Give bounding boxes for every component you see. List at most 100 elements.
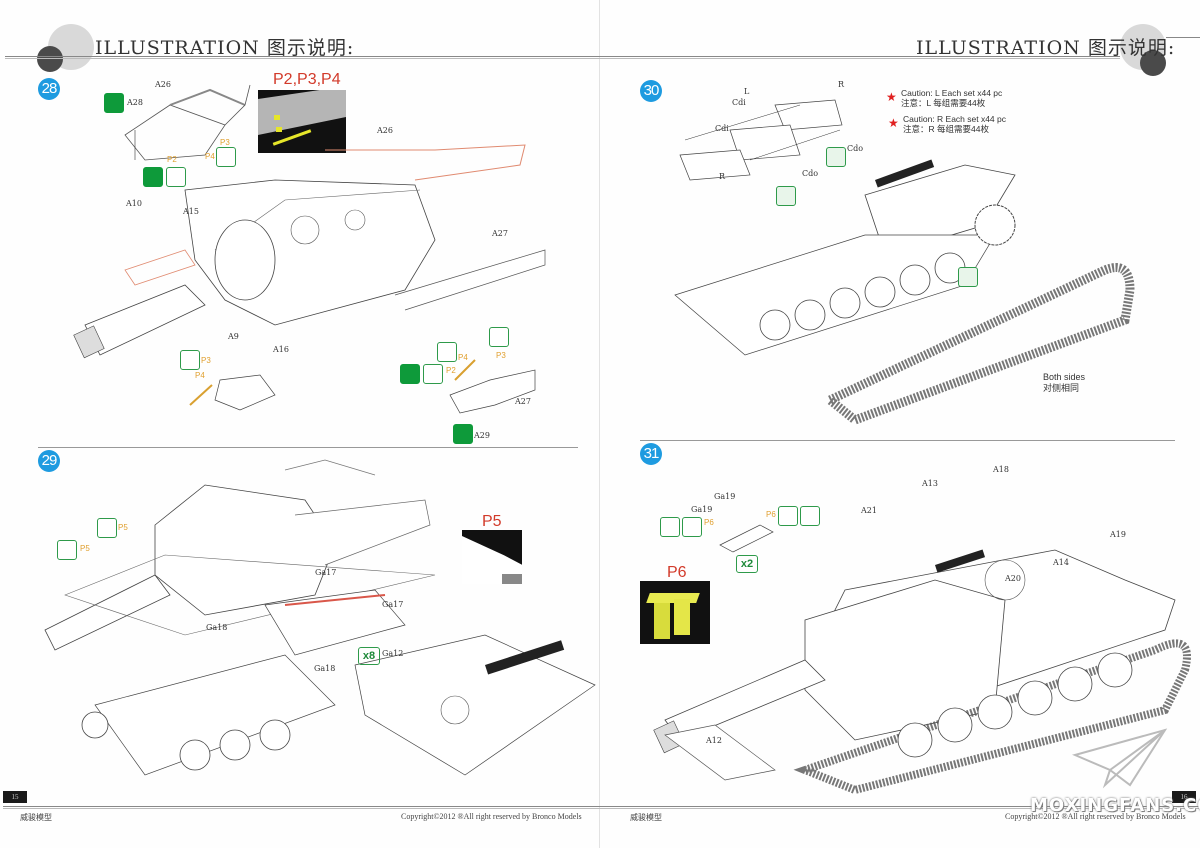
part-label: Ga18 xyxy=(206,623,228,632)
publisher-name: 威骏模型 xyxy=(630,813,662,822)
caution-note: Caution: R Each set x44 pc 注意：R 每组需要44枚 xyxy=(903,114,1006,134)
press-down-icon xyxy=(778,506,798,526)
caution-star-icon: ★ xyxy=(888,116,899,130)
footer-rule xyxy=(600,806,1200,809)
glue-icon xyxy=(180,350,200,370)
header-decor-circle-dark xyxy=(37,46,63,72)
step-divider xyxy=(38,447,578,448)
page-right: ILLUSTRATION 图示说明: 30 L Cdi Cdi R Cdo Cd… xyxy=(600,0,1200,848)
track-guard-drawing xyxy=(719,524,774,553)
pe-detail-photo xyxy=(462,530,522,584)
paper-plane-logo-icon xyxy=(1071,728,1168,789)
part-label: A19 xyxy=(1110,530,1126,539)
part-label: R xyxy=(719,172,726,181)
title-en: ILLUSTRATION xyxy=(95,37,260,59)
note-en: Both sides xyxy=(1043,372,1086,382)
part-label: A28 xyxy=(127,98,143,107)
photo-title: P2,P3,P4 xyxy=(273,71,341,88)
pe-label: P4 xyxy=(205,152,215,161)
cut-icon xyxy=(453,424,473,444)
part-label: A29 xyxy=(474,431,490,440)
part-label: Cdo xyxy=(847,144,864,153)
pe-label: P6 xyxy=(704,518,714,527)
copyright-text: Copyright©2012 ®All right reserved by Br… xyxy=(401,812,582,821)
footer-rule xyxy=(3,806,600,809)
part-label: A14 xyxy=(1053,558,1069,567)
part-label: Cdo xyxy=(802,169,819,178)
caution-cn: 注意：L 每组需要44枚 xyxy=(901,98,986,108)
caution-en: Caution: L Each set x44 pc xyxy=(901,88,1003,98)
step-number-28: 28 xyxy=(38,78,60,100)
pe-label: P4 xyxy=(458,353,468,362)
track-run-drawing xyxy=(821,263,1135,426)
part-label: Ga12 xyxy=(382,649,404,658)
part-label: Cdi xyxy=(715,124,729,133)
part-label: A26 xyxy=(377,126,393,135)
no-cut-icon xyxy=(958,267,978,287)
page-number: 16 xyxy=(1172,791,1196,803)
glue-icon xyxy=(216,147,236,167)
watermark: MOXINGFANS.COM xyxy=(1030,795,1200,816)
part-label: A16 xyxy=(273,345,289,354)
part-label: A18 xyxy=(993,465,1009,474)
step-number-31: 31 xyxy=(640,443,662,465)
header-rule xyxy=(5,56,600,59)
header-rule-right xyxy=(1166,37,1200,38)
part-label: R xyxy=(838,80,845,89)
publisher-name: 威骏模型 xyxy=(20,813,52,822)
step-number-29: 29 xyxy=(38,450,60,472)
title-cn: 图示说明: xyxy=(1087,37,1176,59)
part-label: Ga17 xyxy=(382,600,404,609)
title-cn: 图示说明: xyxy=(266,37,355,59)
both-sides-note: Both sides 对侧相同 xyxy=(1043,372,1085,394)
photo-title: P5 xyxy=(482,513,502,530)
part-label: A27 xyxy=(515,397,531,406)
glue-icon xyxy=(423,364,443,384)
hull-with-wheels-drawing xyxy=(674,159,1016,356)
photo-title: P6 xyxy=(667,564,687,581)
part-label: A10 xyxy=(126,199,142,208)
hull-superstructure-drawing xyxy=(73,144,546,359)
page-title: ILLUSTRATION 图示说明: xyxy=(916,33,1175,60)
glue-icon xyxy=(800,506,820,526)
glue-icon xyxy=(489,327,509,347)
step-number-30: 30 xyxy=(640,80,662,102)
part-label: A15 xyxy=(183,207,199,216)
rear-fender-drawing xyxy=(449,359,536,414)
pe-label: P2 xyxy=(167,155,177,164)
page-number: 15 xyxy=(3,791,27,803)
part-label: Ga18 xyxy=(314,664,336,673)
press-down-icon xyxy=(660,517,680,537)
glue-icon xyxy=(57,540,77,560)
cut-icon xyxy=(143,167,163,187)
no-cut-icon xyxy=(826,147,846,167)
part-label: A21 xyxy=(861,506,877,515)
step-divider xyxy=(640,440,1175,441)
cut-icon xyxy=(104,93,124,113)
hull-assembly-drawing xyxy=(44,459,596,776)
note-cn: 对侧相同 xyxy=(1043,383,1080,393)
fender-assembly-drawing xyxy=(124,84,251,161)
part-label: Ga19 xyxy=(691,505,713,514)
pe-detail-photo xyxy=(640,581,710,644)
glue-icon xyxy=(166,167,186,187)
pe-label: P6 xyxy=(766,510,776,519)
header-decor-circle-dark xyxy=(1140,50,1166,76)
quantity-badge: x8 xyxy=(358,647,380,665)
glue-icon xyxy=(97,518,117,538)
copyright-text: Copyright©2012 ®All right reserved by Br… xyxy=(1005,812,1186,821)
part-label: A20 xyxy=(1005,574,1021,583)
cut-icon xyxy=(400,364,420,384)
pe-label: P2 xyxy=(446,366,456,375)
caution-en: Caution: R Each set x44 pc xyxy=(903,114,1007,124)
glue-icon xyxy=(682,517,702,537)
part-label: A26 xyxy=(155,80,171,89)
completed-hull-drawing xyxy=(653,549,1191,795)
page-left: ILLUSTRATION 图示说明: 28 A26 A28 P2 P3 P4 P… xyxy=(3,0,600,848)
pe-label: P5 xyxy=(118,523,128,532)
pe-label: P4 xyxy=(195,371,205,380)
pe-label: P3 xyxy=(220,138,230,147)
quantity-badge: x2 xyxy=(736,555,758,573)
no-cut-icon xyxy=(776,186,796,206)
part-label: A9 xyxy=(228,332,239,341)
